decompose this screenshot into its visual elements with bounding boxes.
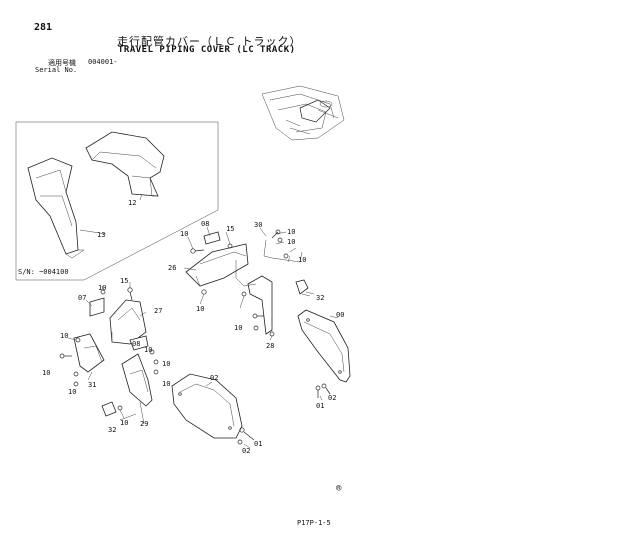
registered-mark: ® (336, 484, 342, 494)
bracket-31-shape (73, 333, 105, 373)
cover-00-left (171, 373, 255, 445)
callout-02: 02 (210, 374, 218, 382)
callout-29: 29 (140, 420, 148, 428)
callout-10: 10 (196, 305, 204, 313)
callout-10: 10 (144, 346, 152, 354)
callout-10: 10 (180, 230, 188, 238)
leader-lines (67, 226, 339, 449)
serial-number-label: Serial No. (35, 66, 78, 74)
bracket-28-shape (247, 275, 273, 335)
callout-08: 08 (132, 340, 140, 348)
callout-15: 15 (226, 225, 234, 233)
callout-labels: 08 15 10 30 10 10 26 10 32 10 10 28 00 1… (42, 220, 344, 455)
callout-10: 10 (120, 419, 128, 427)
callout-10: 10 (287, 228, 295, 236)
inset-serial-note: S/N: ~004100 (18, 268, 69, 276)
cover-00-right (297, 309, 351, 398)
callout-08: 08 (201, 220, 209, 228)
callout-30: 30 (254, 221, 262, 229)
callout-28: 28 (266, 342, 274, 350)
applicable-serial-value: 004001- (88, 58, 118, 66)
callout-10: 10 (162, 380, 170, 388)
callout-10: 10 (287, 238, 295, 246)
page-number: 281 (34, 22, 53, 33)
page-code: P17P-1-5 (297, 519, 331, 527)
callout-10: 10 (162, 360, 170, 368)
callout-02: 02 (242, 447, 250, 455)
callout-02: 02 (328, 394, 336, 402)
bracket-29-shape (121, 353, 153, 407)
callout-13: 13 (97, 231, 105, 239)
cover-27-assembly (59, 287, 159, 419)
callout-15: 15 (120, 277, 128, 285)
callout-10: 10 (68, 388, 76, 396)
callout-10: 10 (98, 284, 106, 292)
callout-32: 32 (316, 294, 324, 302)
callout-10: 10 (42, 369, 50, 377)
title-english: TRAVEL PIPING COVER (LC TRACK) (118, 45, 296, 55)
title-japanese: 走行配管カバー（ＬＣ トラック） (117, 35, 302, 48)
callout-12: 12 (128, 199, 136, 207)
cover-26-assembly (185, 229, 311, 337)
callout-07: 07 (78, 294, 86, 302)
callout-10: 10 (298, 256, 306, 264)
callout-10: 10 (234, 324, 242, 332)
callout-27: 27 (154, 307, 162, 315)
callout-00: 00 (336, 311, 344, 319)
machine-location-sketch (261, 85, 345, 141)
cover-00-left-shape (171, 373, 243, 439)
applicable-serial-label-jp: 適用号機 (48, 59, 76, 67)
callout-32: 32 (108, 426, 116, 434)
callout-10: 10 (60, 332, 68, 340)
inset-earlier-serial: S/N: ~004100 12 13 (15, 121, 219, 281)
cover-00-right-shape (297, 309, 351, 383)
cover-12-shape (85, 131, 165, 197)
callout-01: 01 (316, 402, 324, 410)
callout-01: 01 (254, 440, 262, 448)
callout-31: 31 (88, 381, 96, 389)
callout-26: 26 (168, 264, 176, 272)
